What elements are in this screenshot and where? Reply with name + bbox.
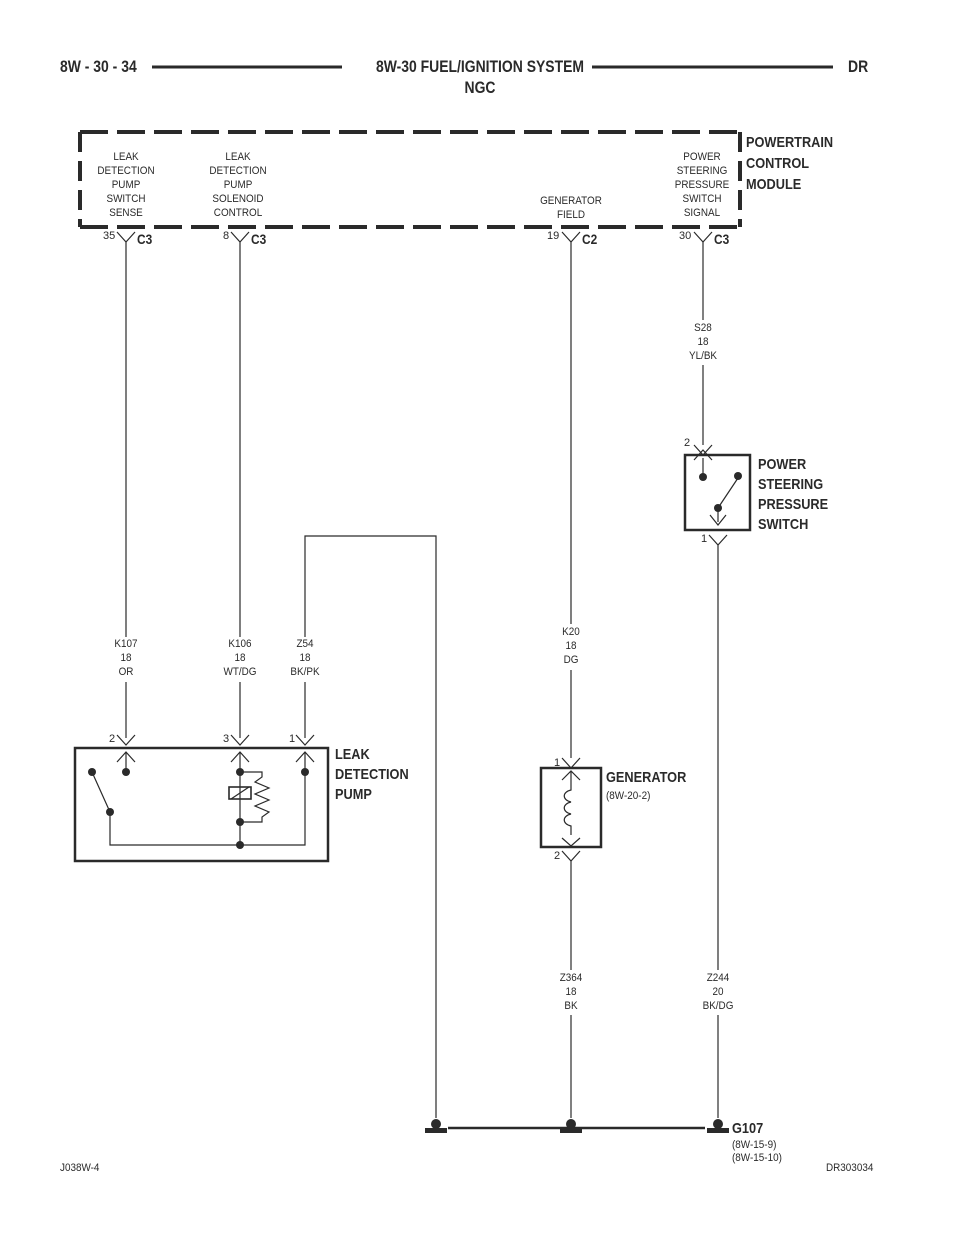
leak-pump-name-line: PUMP xyxy=(335,786,372,803)
wire-label-k106: K106 18 WT/DG xyxy=(223,638,257,678)
ps-switch-pin-1-connector xyxy=(708,534,728,546)
leak-pump-contact-1 xyxy=(301,768,309,776)
leak-pump-pin-3-connector xyxy=(230,734,250,746)
ps-switch-name-line: SWITCH xyxy=(758,516,809,533)
ground-ref: (8W-15-9) xyxy=(732,1139,777,1151)
leak-pump-contact-2 xyxy=(122,768,130,776)
ps-switch-name: POWER STEERING PRESSURE SWITCH xyxy=(758,455,828,535)
generator-ref: (8W-20-2) xyxy=(606,790,651,802)
leak-pump-pin-number: 1 xyxy=(289,733,296,745)
leak-pump-node-top xyxy=(236,768,244,776)
leak-pump-pin-2-connector xyxy=(116,734,136,746)
page-number: 8W - 30 - 34 xyxy=(60,57,137,76)
pcm-pin-number: 35 xyxy=(103,230,116,242)
pcm-pin-19-connector xyxy=(561,231,581,243)
footer-left-code: J038W-4 xyxy=(60,1162,100,1174)
leak-pump-pin-1-connector xyxy=(295,734,315,746)
generator-pin-1-inner xyxy=(561,770,581,781)
wire-label-z54: Z54 18 BK/PK xyxy=(290,638,320,678)
pcm-name-line: POWERTRAIN xyxy=(746,134,834,151)
ps-switch-name-line: POWER xyxy=(758,456,807,473)
wire-label-s28: S28 18 YL/BK xyxy=(688,322,718,362)
generator-pin-number: 1 xyxy=(554,757,561,769)
wire-label-k107: K107 18 OR xyxy=(114,638,138,678)
leak-pump-pin-number: 3 xyxy=(223,733,230,745)
ground-name: G107 xyxy=(732,1120,764,1137)
leak-pump-node-bottom xyxy=(236,841,244,849)
ground-splice-z244 xyxy=(707,1119,729,1133)
leak-pump-switch-blade xyxy=(91,771,111,813)
pcm-pin-30-connector xyxy=(693,231,713,243)
pcm-terminal-label: GENERATOR FIELD xyxy=(540,195,602,221)
pcm-pin-number: 19 xyxy=(547,230,560,242)
pcm-pin-8-connector xyxy=(230,231,250,243)
generator-pin-1-connector xyxy=(561,757,581,769)
pcm-name-line: MODULE xyxy=(746,176,802,193)
generator-field-coil xyxy=(563,772,572,835)
ps-switch-pin-number: 2 xyxy=(684,437,691,449)
generator-body xyxy=(539,766,603,849)
leak-pump-name-line: LEAK xyxy=(335,746,370,763)
wire-label-z244: Z244 20 BK/DG xyxy=(702,972,734,1012)
generator-pin-number: 2 xyxy=(554,850,561,862)
wire-z54-route xyxy=(304,535,437,1118)
leak-pump-pin-number: 2 xyxy=(109,733,116,745)
ps-switch-pin-2-inner xyxy=(693,449,713,461)
ps-switch-name-line: STEERING xyxy=(758,476,824,493)
leak-pump-name: LEAK DETECTION PUMP xyxy=(335,745,409,805)
generator-name: GENERATOR xyxy=(606,769,687,786)
page-title: 8W-30 FUEL/IGNITION SYSTEM xyxy=(375,57,585,76)
pcm-connector-id: C3 xyxy=(251,231,267,247)
ps-switch-body xyxy=(683,453,752,532)
pcm-name: POWERTRAIN CONTROL MODULE xyxy=(746,132,833,195)
leak-pump-solenoid-diag xyxy=(230,786,250,800)
generator-pin-2-inner xyxy=(561,837,581,847)
pcm-connector-id: C2 xyxy=(582,231,598,247)
ps-switch-pin-1-inner xyxy=(709,514,727,526)
pcm-terminal-label: POWER STEERING PRESSURE SWITCH SIGNAL xyxy=(674,151,730,219)
leak-pump-pivot xyxy=(106,808,114,816)
wire-label-k20: K20 18 DG xyxy=(562,626,580,666)
footer-right-code: DR303034 xyxy=(826,1162,874,1174)
ps-switch-pivot xyxy=(714,504,722,512)
pcm-pin-number: 8 xyxy=(223,230,230,242)
ps-switch-contact-right xyxy=(734,472,742,480)
ps-switch-contact-top xyxy=(699,473,707,481)
pcm-name-line: CONTROL xyxy=(746,155,810,172)
wire-label-z364: Z364 18 BK xyxy=(559,972,583,1012)
pcm-connector-id: C3 xyxy=(137,231,153,247)
page-subtitle: NGC xyxy=(464,78,496,97)
leak-pump-resistor xyxy=(240,771,271,823)
pcm-terminal-label: LEAK DETECTION PUMP SOLENOID CONTROL xyxy=(209,151,267,219)
ps-switch-pin-number: 1 xyxy=(701,533,708,545)
ps-switch-name-line: PRESSURE xyxy=(758,496,829,513)
leak-pump-node-mid xyxy=(236,818,244,826)
pcm-terminal-label: LEAK DETECTION PUMP SWITCH SENSE xyxy=(97,151,155,219)
leak-pump-body xyxy=(73,746,330,863)
ground-splice-z54 xyxy=(425,1119,447,1133)
leak-pump-solenoid xyxy=(228,786,252,800)
leak-pump-common-return xyxy=(109,752,306,846)
generator-pin-2-connector xyxy=(561,850,581,862)
leak-pump-name-line: DETECTION xyxy=(335,766,409,783)
pcm-connector-id: C3 xyxy=(714,231,730,247)
leak-pump-contact-switch xyxy=(88,768,96,776)
pcm-pin-35-connector xyxy=(116,231,136,243)
pcm-pin-number: 30 xyxy=(679,230,692,242)
model-code: DR xyxy=(848,57,869,76)
ps-switch-blade xyxy=(717,477,739,509)
ground-splice-z364 xyxy=(560,1119,582,1133)
ground-ref: (8W-15-10) xyxy=(732,1152,782,1164)
